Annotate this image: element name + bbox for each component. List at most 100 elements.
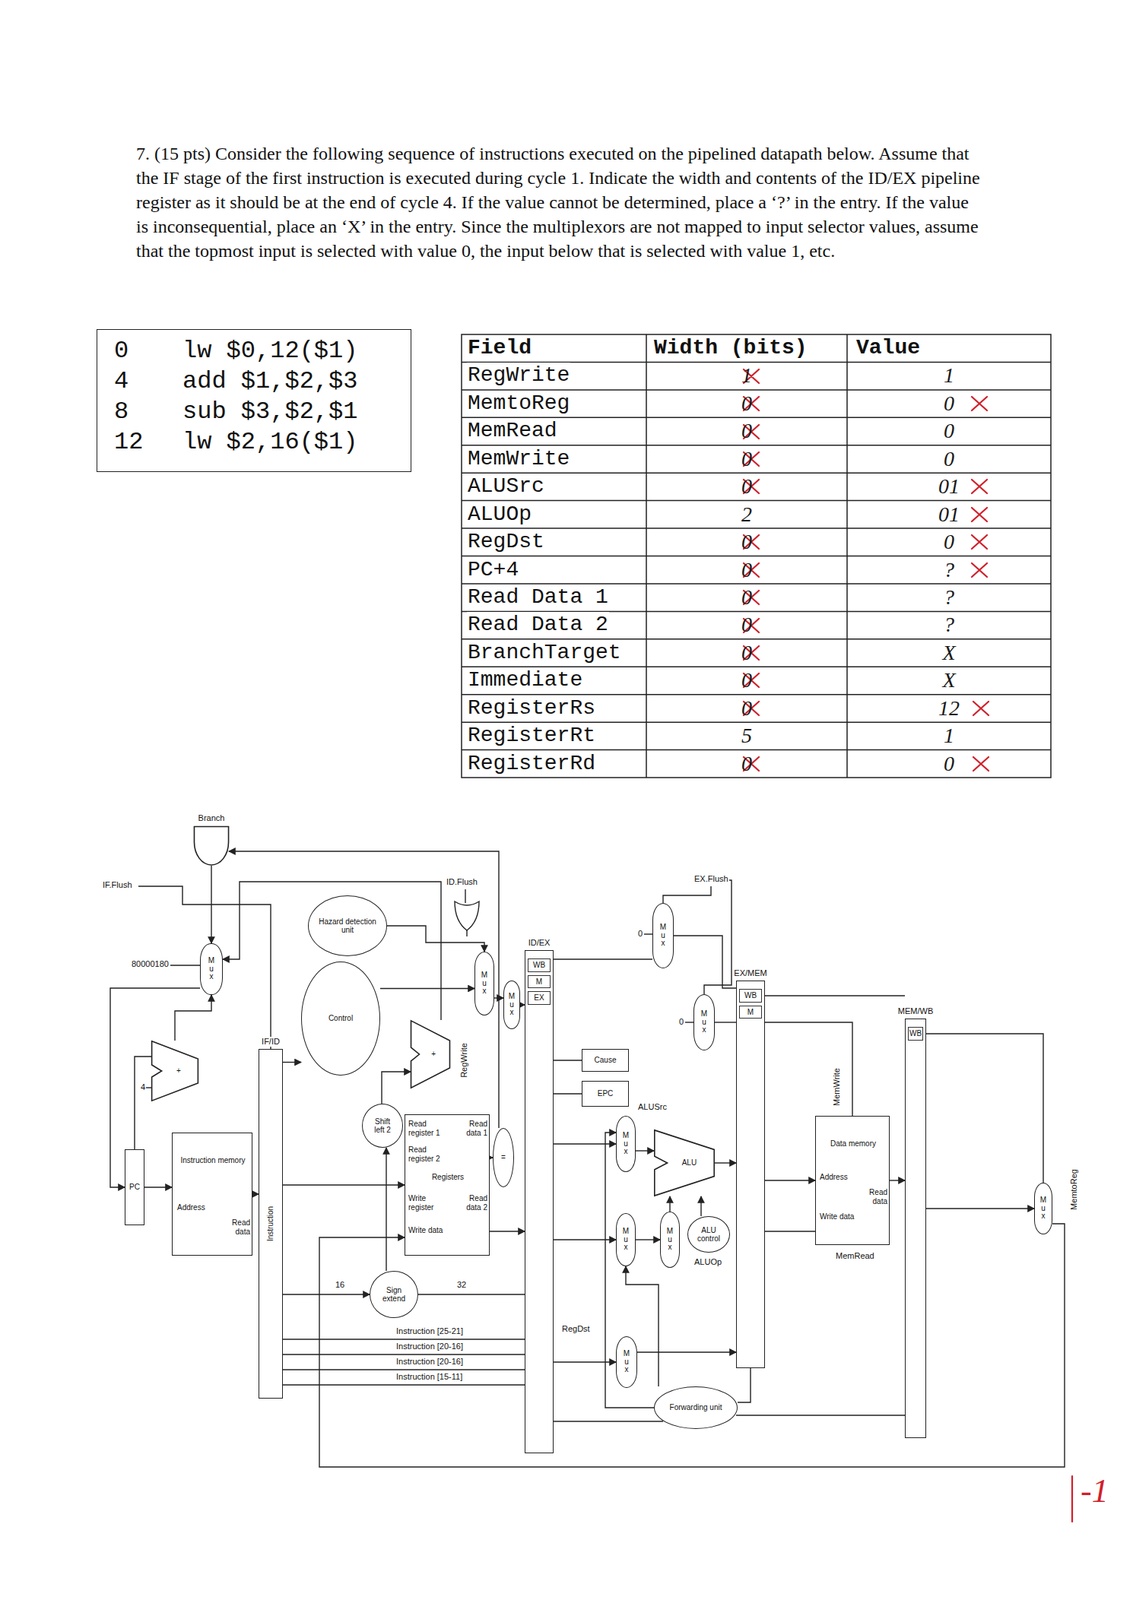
handwritten-answer: X	[941, 667, 956, 694]
node-text: Read data	[216, 1218, 251, 1237]
node-text: M u x	[1039, 1196, 1048, 1222]
node-text: Read data 1	[452, 1120, 488, 1138]
table-header: Value	[855, 335, 921, 362]
control-unit: Control	[301, 961, 381, 1076]
multiplexor: M u x	[615, 1213, 636, 1267]
register-field: WB	[739, 989, 762, 1003]
wire-connector	[714, 1162, 737, 1164]
multiplexor: M u x	[503, 980, 521, 1030]
question-text: 7. (15 pts) Consider the following seque…	[135, 141, 983, 264]
signal-name: MemRead	[834, 1251, 876, 1262]
handwritten-answer: 0	[740, 557, 753, 584]
table-cell: MemWrite	[466, 446, 571, 473]
node-text: Write register	[408, 1194, 451, 1213]
node-text: EPC	[597, 1089, 614, 1099]
handwritten-answer: 01	[937, 501, 961, 528]
signal-name: 0	[637, 929, 644, 940]
node-text: +	[176, 1066, 181, 1076]
node-text: Write data	[408, 1226, 451, 1236]
signal-name: Instruction [20-16]	[395, 1357, 464, 1368]
wire-connector	[637, 1351, 737, 1353]
alu-outline	[410, 1020, 451, 1089]
handwritten-answer: 01	[937, 473, 961, 500]
signal-name: Instruction [15-11]	[395, 1372, 464, 1383]
signal-name: Instruction [25-21]	[395, 1326, 464, 1337]
and-gate: Branch	[193, 826, 229, 867]
wire-connector	[553, 1361, 616, 1363]
handwritten-answer: 1	[942, 723, 956, 749]
node-text: sub $3,$2,$1	[182, 398, 404, 426]
node-text: M u x	[480, 971, 489, 997]
handwritten-answer: ?	[942, 584, 956, 611]
signal-name: 16	[334, 1280, 346, 1291]
node-text: Sign extend	[376, 1286, 412, 1305]
node-text: Instruction memory	[178, 1156, 248, 1166]
wire-connector	[387, 926, 485, 953]
handwritten-answer: 0	[740, 446, 753, 473]
node-text: M u x	[207, 957, 216, 982]
table-cell: ALUOp	[466, 501, 533, 528]
table-cell: RegisterRt	[466, 723, 597, 749]
signal-name: ID.Flush	[445, 877, 479, 888]
data-memory: Data memoryAddressRead dataWrite data	[815, 1116, 890, 1246]
handwritten-answer: 1	[942, 362, 956, 389]
handwritten-answer: 1	[740, 362, 753, 389]
node-text: Read register 2	[408, 1145, 451, 1164]
node-text: Registers	[428, 1173, 468, 1183]
wire-connector	[210, 866, 212, 944]
node-text: M u x	[622, 1228, 630, 1253]
node-text: M u x	[659, 923, 667, 949]
multiplexor: M u x	[615, 1336, 638, 1389]
table-grid	[461, 334, 1051, 778]
node-text: +	[431, 1050, 436, 1060]
node-text: M u x	[666, 1228, 674, 1253]
multiplexor: M u x	[693, 994, 715, 1051]
table-cell: PC+4	[466, 557, 520, 584]
node-text: Data memory	[820, 1139, 886, 1149]
handwritten-answer: 0	[740, 529, 753, 556]
handwritten-answer: 0	[740, 612, 753, 638]
table-cell: MemtoReg	[466, 390, 571, 417]
adder: +	[410, 1020, 451, 1089]
signal-name: EX.Flush	[693, 874, 730, 885]
node-text: Forwarding unit	[669, 1403, 723, 1413]
signal-name: 80000180	[130, 959, 170, 970]
table-cell: ALUSrc	[466, 473, 546, 500]
table-cell: Immediate	[466, 667, 584, 694]
node-text: 4	[114, 368, 168, 396]
node-text: =	[501, 1153, 506, 1163]
wire-connector	[489, 1231, 525, 1232]
wire-connector	[669, 1196, 670, 1213]
node-text: add $1,$2,$3	[182, 368, 404, 396]
pipeline-register: IF/IDInstruction	[258, 1049, 283, 1400]
multiplexor: M u x	[199, 943, 223, 996]
handwritten-answer: 0	[942, 446, 956, 473]
wire-connector	[635, 1239, 661, 1241]
handwritten-answer: 0	[740, 640, 753, 667]
epc-register: EPC	[581, 1081, 629, 1108]
register-field: M	[739, 1006, 762, 1020]
pc-register: PC	[124, 1149, 145, 1226]
handwritten-answer: X	[941, 640, 956, 667]
node-text: Read data 2	[452, 1194, 488, 1213]
node-text: Instruction	[266, 1206, 276, 1242]
handwritten-answer: 0	[942, 390, 956, 417]
table-cell: RegDst	[466, 529, 546, 556]
shift-left-unit: Shift left 2	[361, 1104, 404, 1149]
wire-connector	[319, 1224, 1065, 1468]
node-text: 0	[114, 337, 168, 365]
table-cell: RegisterRs	[466, 695, 597, 722]
node-text: Write data	[819, 1212, 858, 1222]
and-outline	[193, 826, 229, 867]
grade-mark: -1	[1079, 1473, 1110, 1511]
handwritten-answer: 2	[740, 501, 753, 528]
table-header: Width (bits)	[653, 335, 809, 362]
node-text: Address	[819, 1173, 858, 1183]
wire-connector	[494, 997, 504, 999]
wire-connector	[553, 1143, 616, 1145]
signal-name: MemWrite	[831, 1067, 842, 1108]
node-text: Cause	[594, 1056, 617, 1066]
code-listing-box: 0lw $0,12($1)4add $1,$2,$38sub $3,$2,$11…	[96, 329, 412, 473]
node-text: M u x	[622, 1350, 631, 1375]
node-text: ALU	[682, 1158, 697, 1168]
